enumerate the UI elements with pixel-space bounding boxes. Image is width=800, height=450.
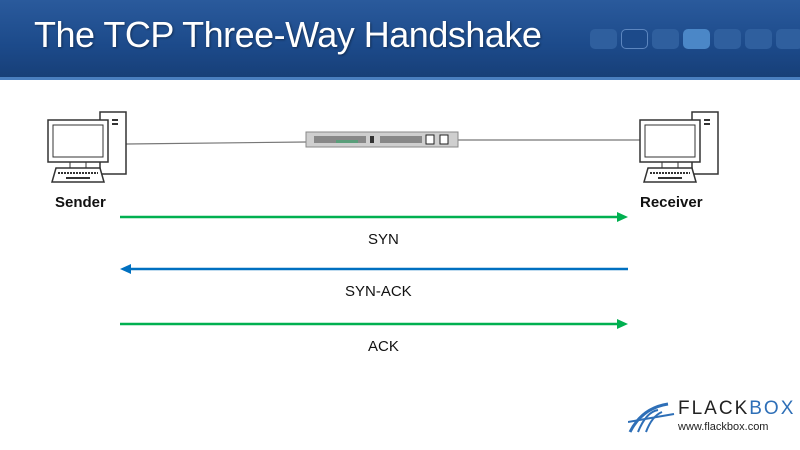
logo-name-part2: BOX	[749, 398, 796, 419]
nav-dot	[776, 29, 800, 49]
arrowhead-icon	[617, 319, 628, 329]
switch-icon	[305, 131, 459, 148]
receiver-label: Receiver	[640, 194, 703, 211]
syn-ack-label: SYN-ACK	[345, 283, 412, 300]
receiver-computer-icon	[639, 111, 719, 183]
slide-header: The TCP Three-Way Handshake	[0, 0, 800, 80]
slide-title: The TCP Three-Way Handshake	[34, 14, 542, 55]
flackbox-logo-icon	[628, 402, 675, 433]
nav-dots	[590, 29, 800, 49]
ack-label: ACK	[368, 338, 399, 355]
sender-computer-icon	[47, 111, 127, 183]
logo-url: www.flackbox.com	[678, 421, 769, 433]
nav-dot	[621, 29, 648, 49]
nav-dot	[590, 29, 617, 49]
nav-dot	[745, 29, 772, 49]
nav-dot-active	[683, 29, 710, 49]
arrowhead-icon	[617, 212, 628, 222]
nav-dot	[652, 29, 679, 49]
arrowhead-icon	[120, 264, 131, 274]
nav-dot	[714, 29, 741, 49]
logo-name-part1: FLACK	[678, 398, 750, 419]
syn-label: SYN	[368, 231, 399, 248]
link-sender-switch	[125, 141, 307, 145]
sender-label: Sender	[55, 194, 106, 211]
